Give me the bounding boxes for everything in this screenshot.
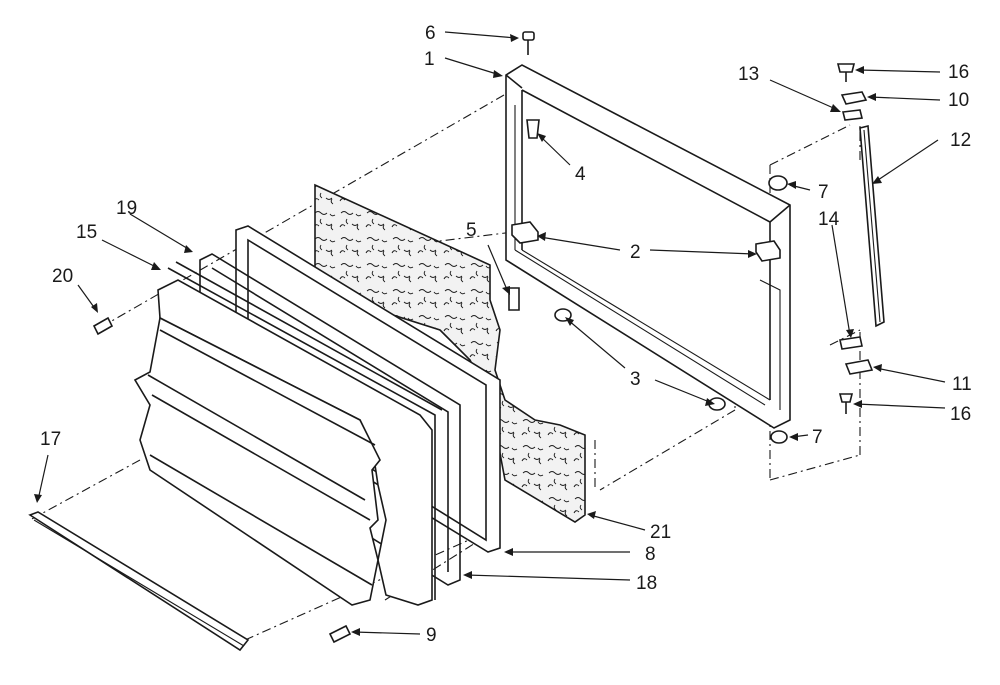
callout-20: 20 (52, 266, 73, 287)
callout-labels: 1 6 4 5 2 3 7 7 13 16 10 12 14 11 16 21 … (40, 23, 972, 646)
hinge-brackets (511, 221, 781, 262)
door-frame-part-1 (505, 64, 791, 429)
callout-19: 19 (116, 198, 137, 219)
callout-13: 13 (738, 64, 759, 85)
foam-insulation (314, 183, 586, 523)
callout-2: 2 (630, 242, 641, 263)
trim-strip-part-17 (28, 511, 250, 652)
panel-part-19 (167, 261, 443, 600)
callout-10: 10 (948, 90, 969, 111)
callout-5: 5 (466, 220, 477, 241)
callout-14: 14 (818, 209, 840, 230)
callout-6: 6 (425, 23, 436, 44)
callout-1: 1 (424, 49, 435, 70)
callout-11: 11 (952, 374, 972, 395)
callout-16-top: 16 (948, 62, 969, 83)
leader-lines (34, 31, 946, 636)
callout-17: 17 (40, 429, 61, 450)
callout-12: 12 (950, 130, 971, 151)
callout-21: 21 (650, 522, 671, 543)
callout-15: 15 (76, 222, 97, 243)
callout-7-bottom: 7 (812, 427, 823, 448)
callout-18: 18 (636, 573, 657, 594)
callout-7-top: 7 (818, 182, 829, 203)
door-stop-rod (859, 124, 885, 328)
hinge-plates (839, 91, 874, 375)
callout-16-bottom: 16 (950, 404, 971, 425)
callout-3: 3 (630, 369, 641, 390)
callout-4: 4 (575, 164, 586, 185)
door-liner (133, 279, 433, 606)
callout-9: 9 (426, 625, 437, 646)
callout-8: 8 (645, 544, 656, 565)
